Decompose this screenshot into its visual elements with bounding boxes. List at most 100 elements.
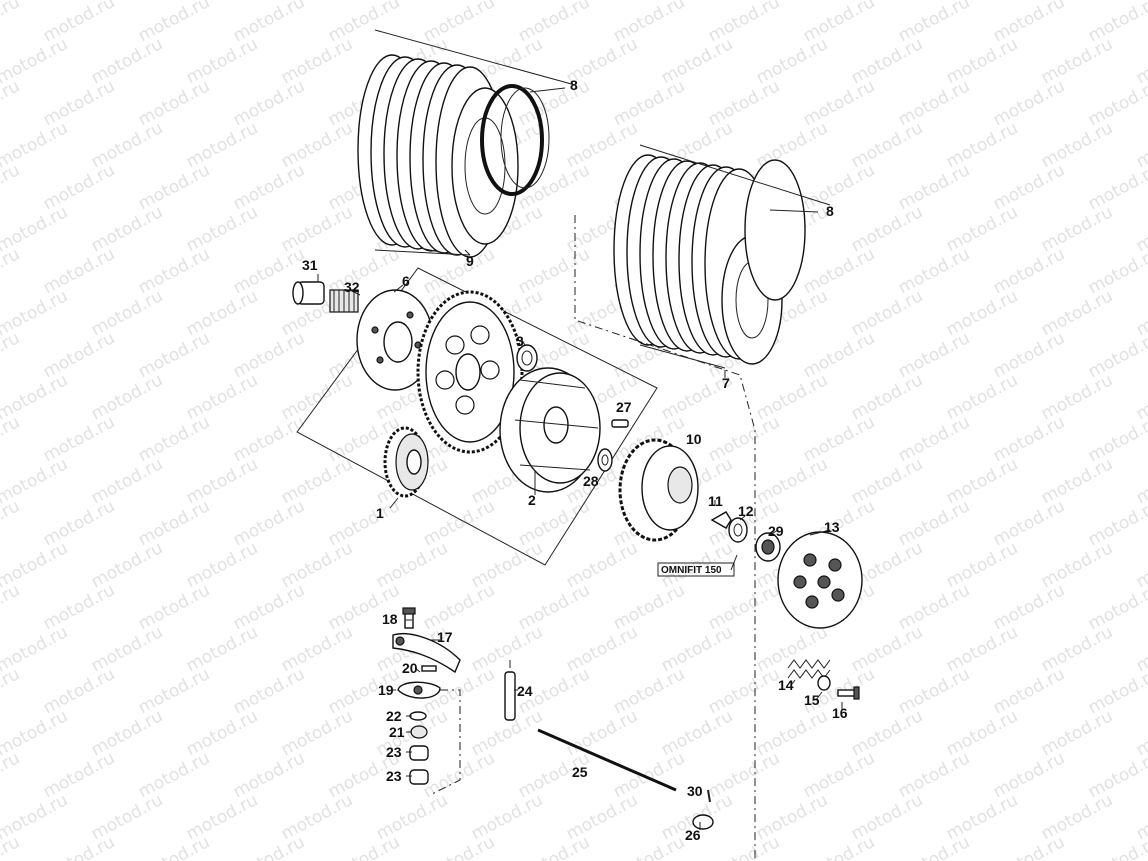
watermark-text: motod.ru [40,748,118,802]
watermark-text: motod.ru [515,580,593,634]
callout-17: 17 [437,629,453,645]
watermark-text: motod.ru [1085,328,1148,382]
callout-29: 29 [768,523,784,539]
watermark-text: motod.ru [990,328,1068,382]
seal-21 [410,725,428,739]
watermark-text: motod.ru [1085,580,1148,634]
watermark-text: motod.ru [610,76,688,130]
watermark-text: motod.ru [610,580,688,634]
watermark-text: motod.ru [135,244,213,298]
callout-3: 3 [516,333,524,349]
clutch-plate-stack-lower [574,144,831,861]
watermark-text: motod.ru [895,160,973,214]
watermark-text: motod.ru [230,328,308,382]
watermark-text: motod.ru [515,76,593,130]
watermark-text: motod.ru [705,580,783,634]
watermark-text: motod.ru [40,160,118,214]
watermark-text: motod.ru [1085,160,1148,214]
callout-27: 27 [616,399,632,415]
watermark-text: motod.ru [135,76,213,130]
bush-26 [692,814,714,830]
watermark-text: motod.ru [610,748,688,802]
watermark-text: motod.ru [230,664,308,718]
watermark-text: motod.ru [40,412,118,466]
watermark-text: motod.ru [40,328,118,382]
watermark-text: motod.ru [895,328,973,382]
watermark-text: motod.ru [705,412,783,466]
callout-14: 14 [778,677,794,693]
watermark-text: motod.ru [1085,496,1148,550]
watermark-text: motod.ru [800,748,878,802]
watermark-text: motod.ru [135,832,213,861]
watermark-text: motod.ru [1085,412,1148,466]
bolt-18 [402,607,416,629]
callout-10: 10 [686,431,702,447]
watermark-text: motod.ru [990,244,1068,298]
callout-labels: 8 9 8 7 31 32 6 3 27 10 28 2 1 11 12 29 … [302,77,848,843]
pin-27 [611,419,629,428]
callout-7: 7 [722,375,730,391]
watermark-text: motod.ru [895,748,973,802]
omnifit-note-box [657,562,735,577]
watermark-text: motod.ru [325,832,403,861]
nut-12 [728,517,748,543]
watermark-text: motod.ru [990,412,1068,466]
watermark-text: motod.ru [40,244,118,298]
bolt-16 [837,686,860,700]
watermark-text: motod.ru [895,412,973,466]
watermark-text: motod.ru [0,496,23,550]
watermark-text: motod.ru [40,580,118,634]
watermark-text: motod.ru [895,832,973,861]
watermark-text: motod.ru [40,76,118,130]
callout-24: 24 [517,683,533,699]
watermark-text: motod.ru [135,580,213,634]
watermark-text: motod.ru [990,496,1068,550]
watermark-text: motod.ru [800,412,878,466]
pressure-plate-13 [777,531,863,629]
clutch-basket-2 [499,367,601,493]
spacer-3 [516,344,538,372]
primary-driven-gear [416,290,524,454]
needle-bearing-32 [329,289,359,313]
release-lever-17 [392,633,461,674]
spring-14 [787,659,831,679]
lock-washer-11 [710,511,732,529]
watermark-text: motod.ru [0,76,23,130]
push-rod-25 [537,728,677,792]
clutch-hub-10 [618,438,699,542]
o-ring-22 [409,711,427,721]
washer-15 [817,675,831,691]
watermark-text: motod.ru [1085,76,1148,130]
sleeve-24 [504,671,516,721]
watermark-text: motod.ru [515,832,593,861]
watermark-text: motod.ru [40,664,118,718]
callout-8-lower: 8 [826,203,834,219]
watermark-text: motod.ru [895,244,973,298]
watermark-text: motod.ru [135,160,213,214]
watermark-text: motod.ru [0,328,23,382]
callout-30: 30 [687,783,703,799]
bush-23-lower [409,769,429,785]
watermark-text: motod.ru [230,832,308,861]
watermark-text: motod.ru [135,748,213,802]
clutch-plate-stack-upper [357,29,576,258]
pin-30 [707,789,711,803]
callout-9: 9 [466,253,474,269]
watermark-text: motod.ru [895,76,973,130]
watermark-text: motod.ru [990,580,1068,634]
callout-32: 32 [344,279,360,295]
watermark-text: motod.ru [610,664,688,718]
callout-11: 11 [708,493,723,509]
watermark-text: motod.ru [0,664,23,718]
callout-20: 20 [402,660,418,676]
callout-21: 21 [389,724,405,740]
watermark-text: motod.ru [990,832,1068,861]
washer-28 [597,448,613,472]
callout-19: 19 [378,682,394,698]
leader-lines [317,87,843,830]
watermark-text: motod.ru [705,748,783,802]
watermark-text: motod.ru [420,580,498,634]
watermark-text: motod.ru [800,244,878,298]
watermark-text: motod.ru [990,664,1068,718]
